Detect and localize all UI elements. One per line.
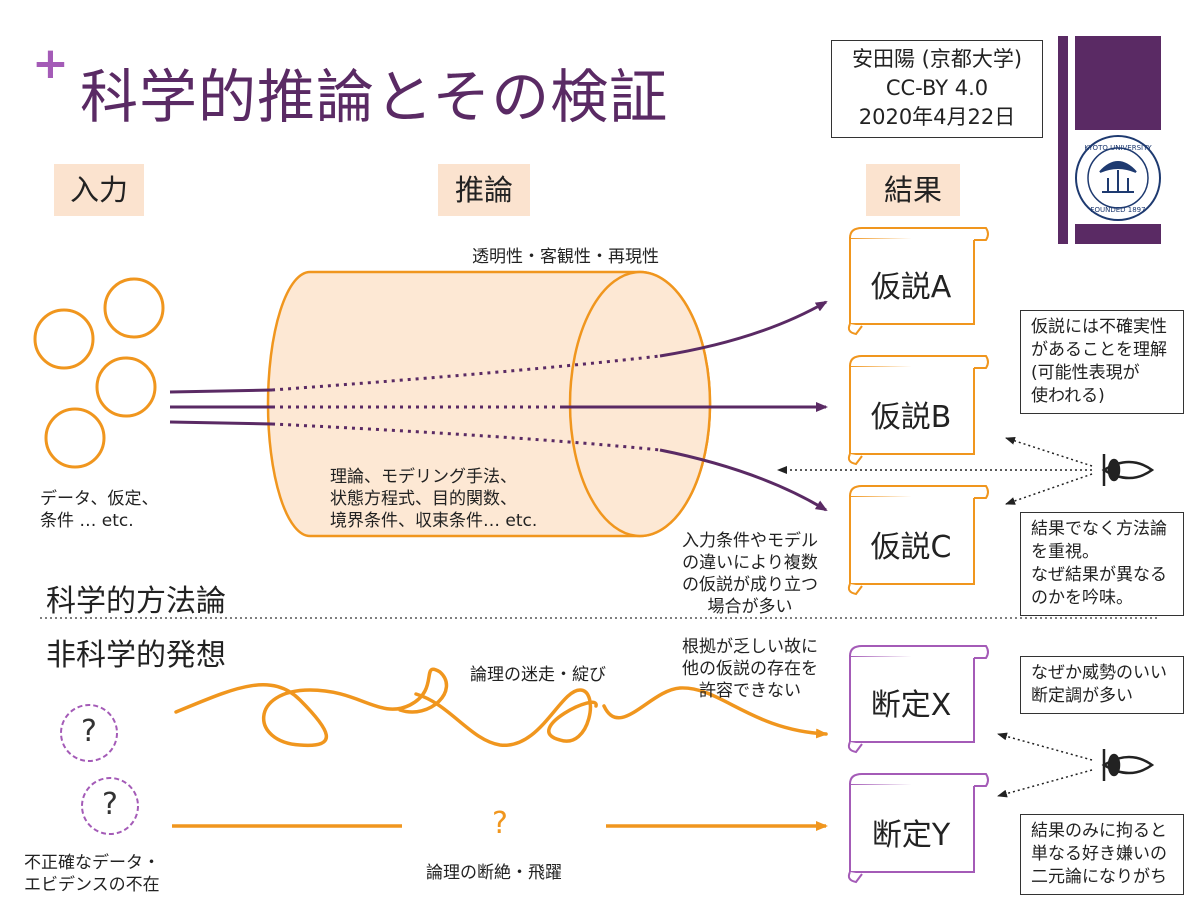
hypothesis-b: 仮説B: [870, 400, 952, 435]
no-evidence-label: 不正確なデータ・ エビデンスの不在: [24, 853, 160, 895]
inference-cylinder: [266, 270, 712, 538]
svg-text:FOUNDED 1897: FOUNDED 1897: [1090, 206, 1145, 214]
purple-sidebar: [1058, 36, 1161, 244]
section-scientific: 科学的方法論: [46, 584, 226, 619]
hypothesis-c: 仮説C: [870, 530, 952, 565]
credit-author: 安田陽 (京都大学): [851, 47, 1023, 71]
eye-icon: [1101, 749, 1155, 781]
header-result: 結果: [866, 164, 960, 216]
slide-title: 科学的推論とその検証: [80, 63, 669, 131]
inputs-label: データ、仮定、 条件 … etc.: [40, 489, 159, 531]
scroll-c: [847, 485, 989, 596]
cylinder-methods-label: 理論、モデリング手法、 状態方程式、目的関数、 境界条件、収束条件… etc.: [330, 467, 538, 531]
note-uncertainty: 仮説には不確実性 があることを理解 (可能性表現が 使われる): [1020, 310, 1184, 414]
title-plus-icon: +: [32, 38, 69, 89]
assertion-y: 断定Y: [871, 818, 951, 853]
credit-date: 2020年4月22日: [858, 105, 1016, 129]
logic-break-label: 論理の断絶・飛躍: [426, 863, 562, 883]
assertion-x: 断定X: [870, 688, 952, 723]
scroll-b: [847, 355, 989, 466]
multi-hypothesis-note: 入力条件やモデル の違いにより複数 の仮説が成り立つ 場合が多い: [682, 531, 818, 617]
credit-license: CC-BY 4.0: [885, 76, 989, 100]
inference-arrows: [169, 300, 828, 512]
question-circles: [60, 704, 139, 835]
note-authority: なぜか威勢のいい 断定調が多い: [1020, 656, 1184, 714]
input-circles: [33, 277, 165, 469]
assertion-scrolls: [847, 645, 989, 884]
eye-icon: [1101, 454, 1155, 486]
svg-text:KYOTO UNIVERSITY: KYOTO UNIVERSITY: [1084, 144, 1152, 152]
question-mark-2: ?: [102, 787, 118, 822]
logic-gap-question-mark: ?: [492, 806, 508, 841]
scroll-x: [847, 645, 989, 754]
observation-arrows: [777, 436, 1093, 798]
question-mark-1: ?: [81, 714, 97, 749]
cylinder-top-label: 透明性・客観性・再現性: [472, 247, 659, 267]
intolerance-note: 根拠が乏しい故に 他の仮説の存在を 許容できない: [682, 637, 818, 701]
note-binary: 結果のみに拘ると 単なる好き嫌いの 二元論になりがち: [1020, 814, 1184, 895]
hypothesis-scrolls: [847, 227, 989, 596]
hypothesis-a: 仮説A: [870, 270, 952, 305]
credit-box: 安田陽 (京都大学) CC-BY 4.0 2020年4月22日: [831, 40, 1043, 138]
note-method: 結果でなく方法論 を重視。 なぜ結果が異なる のかを吟味。: [1020, 512, 1184, 616]
scroll-y: [847, 773, 989, 884]
section-nonscientific: 非科学的発想: [46, 638, 226, 673]
scroll-a: [847, 227, 989, 336]
tangled-logic-line: [174, 667, 828, 748]
university-seal-icon: KYOTO UNIVERSITY FOUNDED 1897: [1075, 135, 1161, 221]
header-input: 入力: [54, 164, 144, 216]
logic-wander-label: 論理の迷走・綻び: [470, 665, 606, 685]
header-inference: 推論: [438, 164, 530, 216]
